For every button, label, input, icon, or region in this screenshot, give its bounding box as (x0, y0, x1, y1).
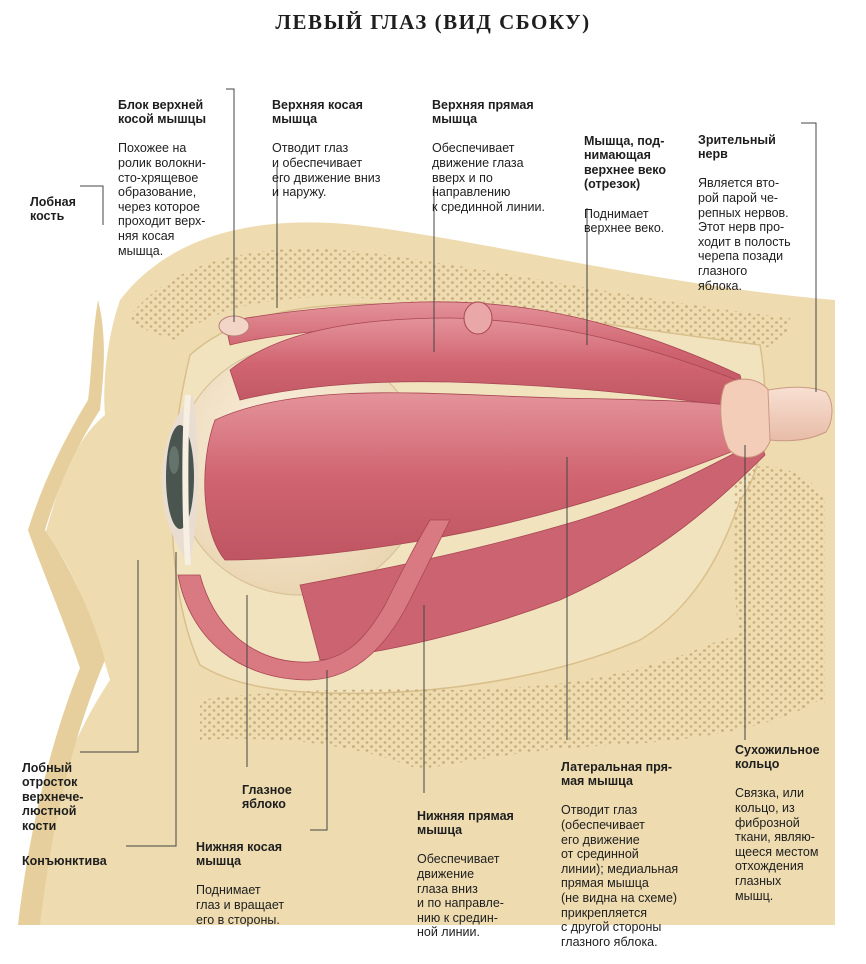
superior-oblique-name: Верхняя косая мышца (272, 97, 363, 127)
leader-trochlea (226, 88, 235, 322)
superior-rectus-desc: Обеспечивает движение глаза вверх и по н… (432, 141, 545, 214)
label-eyeball: Глазное яблоко (242, 768, 292, 826)
label-annulus: Сухожильное кольцо Связка, или кольцо, и… (735, 728, 820, 918)
eye-diagram (18, 88, 835, 925)
label-frontal-process: Лобный отросток верхнече- люстной кости (22, 746, 83, 848)
label-levator: Мышца, под- нимающая верхнее веко (отрез… (584, 119, 666, 250)
lateral-rectus-desc: Отводит глаз (обеспечивает его движение … (561, 803, 679, 949)
label-inferior-oblique: Нижняя косая мышца Поднимает глаз и вращ… (196, 825, 284, 942)
leader-lines (80, 88, 817, 847)
inferior-oblique-desc: Поднимает глаз и вращает его в стороны. (196, 883, 285, 927)
annulus-tendineus (720, 378, 776, 458)
label-lateral-rectus: Латеральная пря- мая мышца Отводит глаз … (561, 745, 678, 964)
label-trochlea: Блок верхней косой мышцы Похожее на роли… (118, 83, 206, 273)
label-inferior-rectus: Нижняя прямая мышца Обеспечивает движени… (417, 794, 514, 955)
annulus-name: Сухожильное кольцо (735, 742, 820, 772)
leader-optic-nerve (801, 122, 817, 392)
trochlea-name: Блок верхней косой мышцы (118, 97, 207, 127)
annulus-desc: Связка, или кольцо, из фиброзной ткани, … (735, 786, 819, 903)
eyeball-name: Глазное яблоко (242, 782, 292, 812)
levator-desc: Поднимает верхнее веко. (584, 206, 665, 236)
lateral-rectus-name: Латеральная пря- мая мышца (561, 759, 673, 789)
frontal-process-name: Лобный отросток верхнече- люстной кости (22, 760, 84, 833)
leader-conjunctiva (126, 552, 177, 847)
levator-name: Мышца, под- нимающая верхнее веко (отрез… (584, 133, 667, 192)
extraocular-muscles (177, 301, 766, 681)
optic-nerve-name: Зрительный нерв (698, 132, 776, 162)
conjunctiva-name: Конъюнктива (22, 853, 107, 868)
label-superior-rectus: Верхняя прямая мышца Обеспечивает движен… (432, 83, 545, 229)
optic-nerve (767, 386, 833, 442)
trochlea-desc: Похожее на ролик волокни- сто-хрящевое о… (118, 141, 206, 258)
leader-inferior-oblique (310, 670, 328, 831)
superior-oblique-desc: Отводит глаз и обеспечивает его движение… (272, 141, 381, 200)
label-superior-oblique: Верхняя косая мышца Отводит глаз и обесп… (272, 83, 380, 214)
frontal-bone-name: Лобная кость (30, 194, 76, 224)
leader-frontal-process (80, 560, 139, 753)
optic-nerve-desc: Является вто- рой парой че- репных нерво… (698, 176, 791, 293)
label-conjunctiva: Конъюнктива (22, 839, 107, 883)
inferior-rectus-desc: Обеспечивает движение глаза вниз и по на… (417, 852, 504, 940)
leader-frontal-bone (80, 185, 104, 225)
inferior-oblique-name: Нижняя косая мышца (196, 839, 283, 869)
superior-rectus-name: Верхняя прямая мышца (432, 97, 534, 127)
page-title: ЛЕВЫЙ ГЛАЗ (ВИД СБОКУ) (275, 10, 591, 34)
inferior-rectus-name: Нижняя прямая мышца (417, 808, 514, 838)
label-frontal-bone: Лобная кость (30, 180, 76, 238)
label-optic-nerve: Зрительный нерв Является вто- рой парой … (698, 118, 791, 308)
